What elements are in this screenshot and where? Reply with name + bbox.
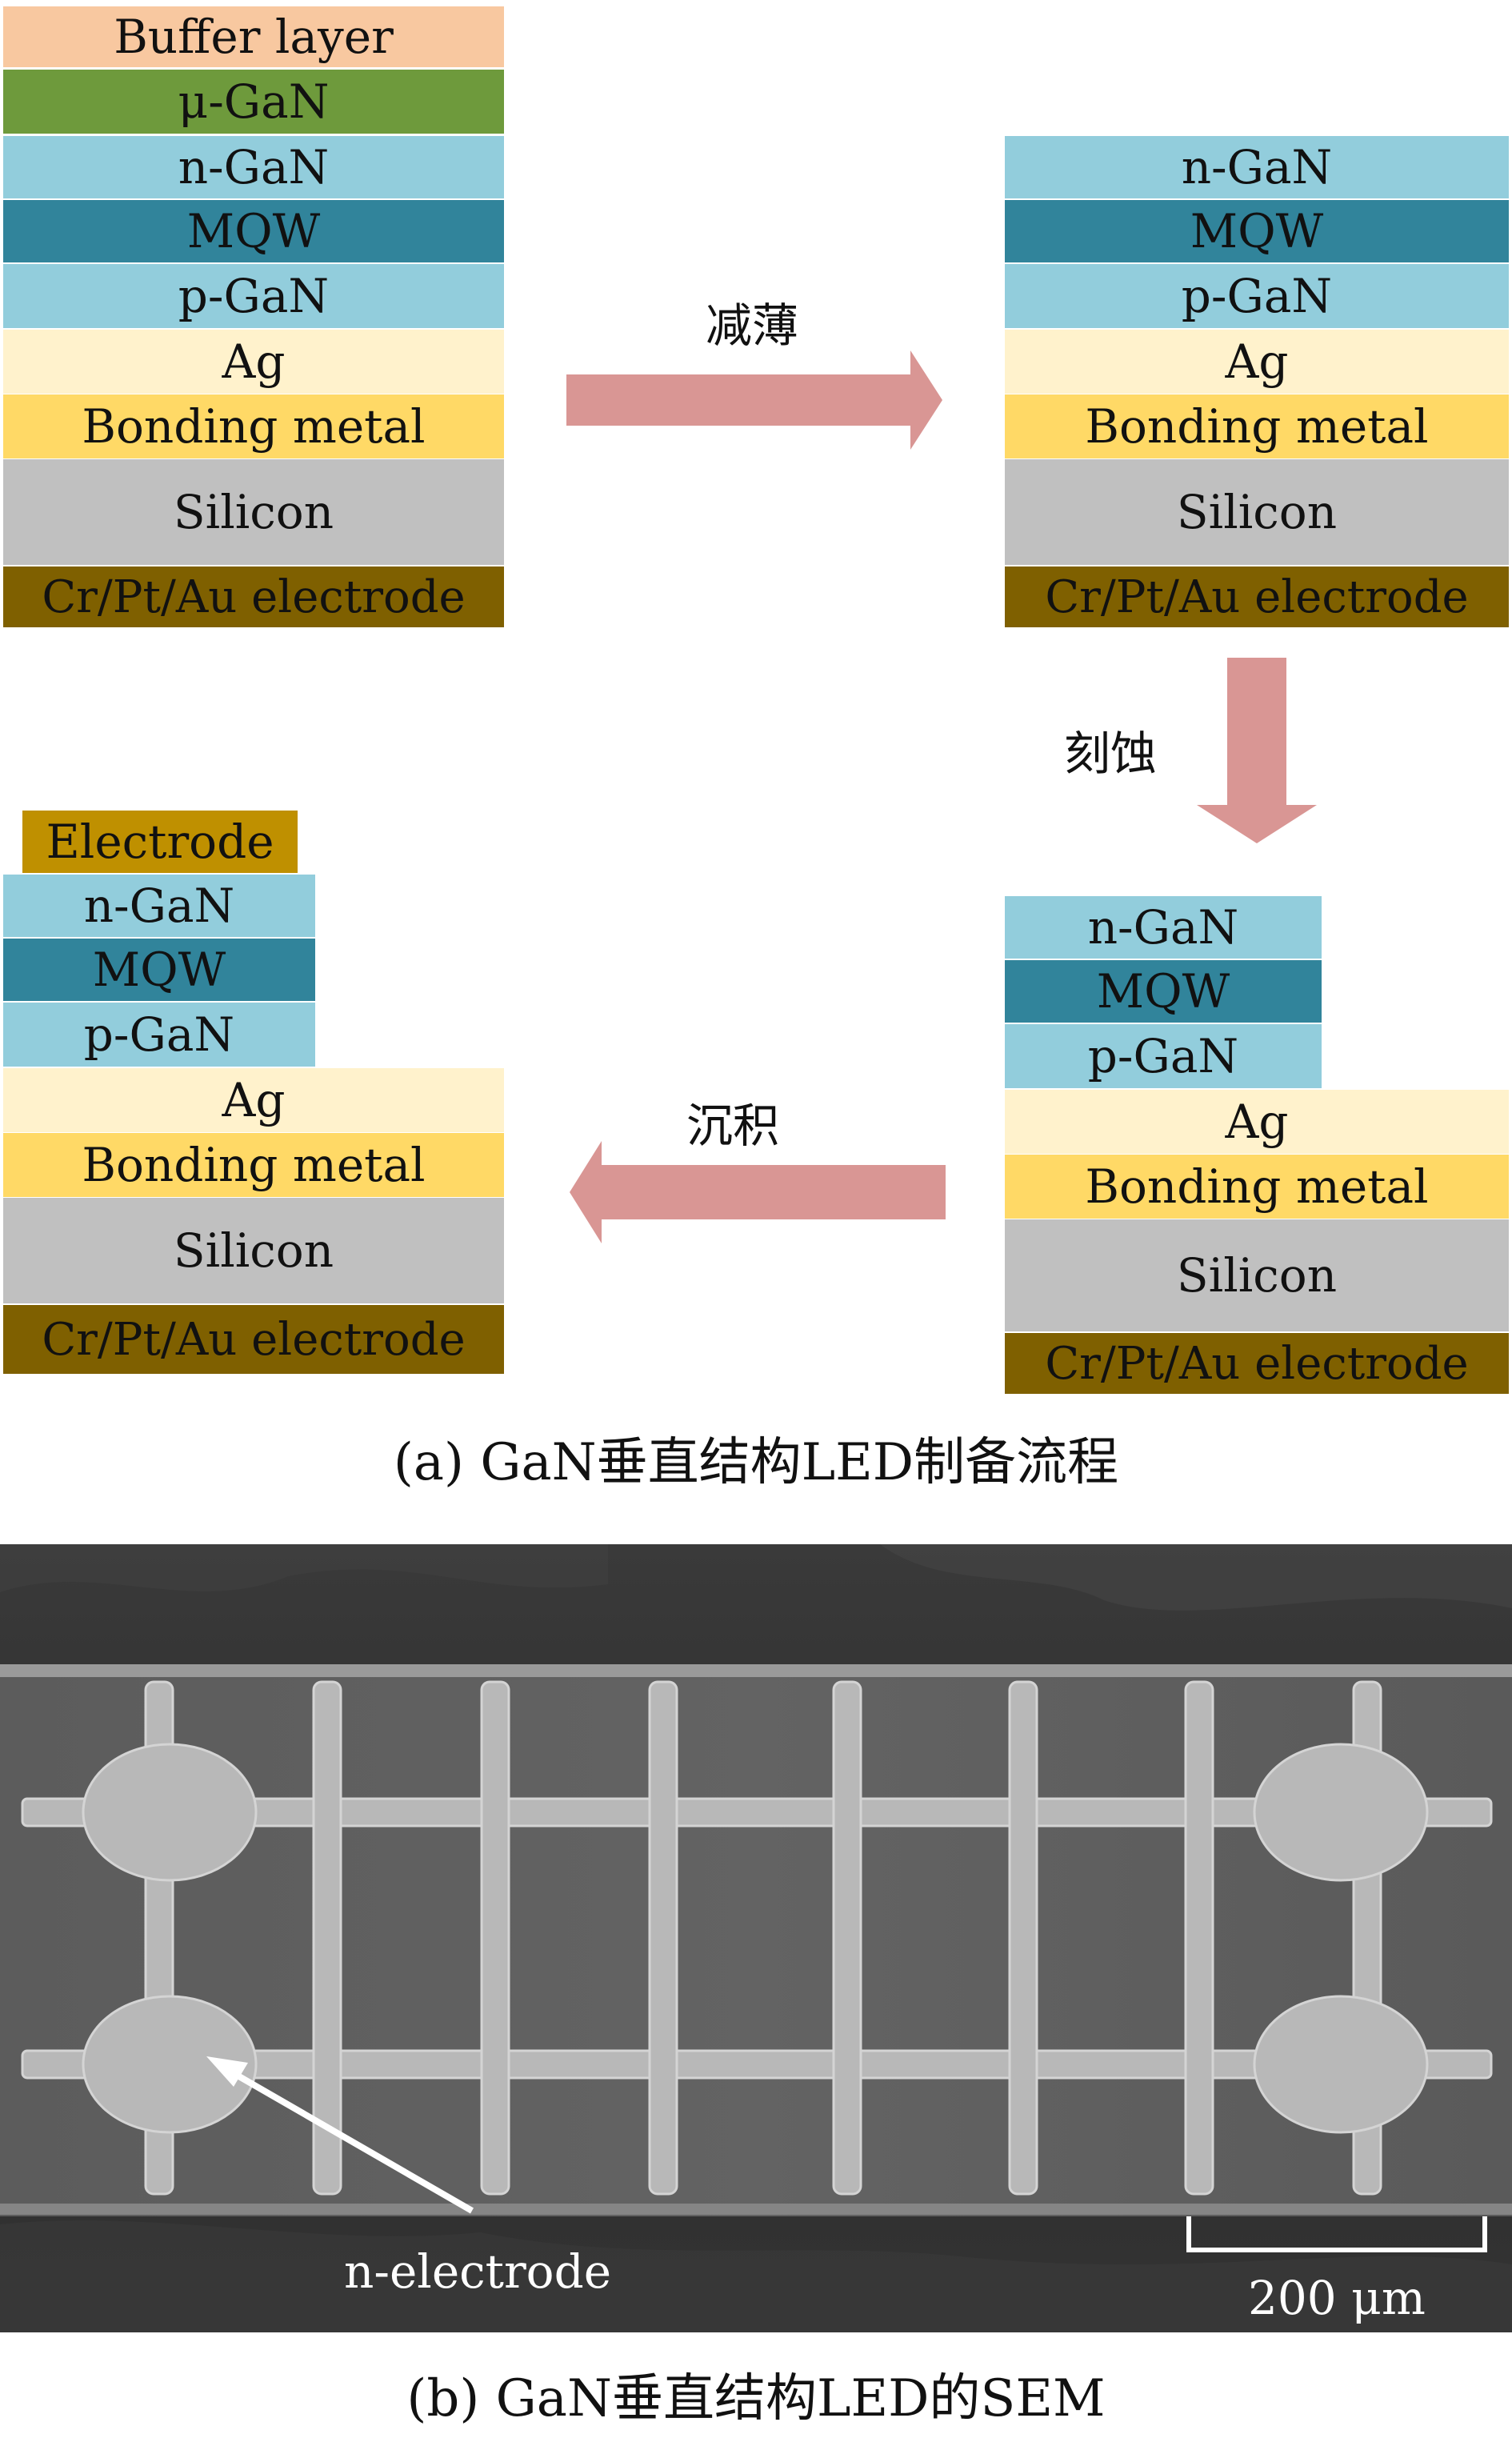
caption-panel-b: (b) GaN垂直结构LED的SEM bbox=[406, 2369, 1106, 2428]
layer-bonding-metal: Bonding metal bbox=[1005, 394, 1509, 458]
step-label-thinning: 减薄 bbox=[706, 298, 799, 353]
layer-ag: Ag bbox=[1005, 330, 1509, 394]
arrow-thinning-icon bbox=[566, 350, 942, 450]
scale-bar-icon bbox=[1186, 2216, 1487, 2252]
layer-n-gan: n-GaN bbox=[1005, 136, 1509, 198]
layer-ag: Ag bbox=[3, 330, 504, 394]
layer-crptau-electrode: Cr/Pt/Au electrode bbox=[3, 566, 504, 627]
stack-etched: n-GaN MQW p-GaN Ag Bonding metal Silicon… bbox=[1005, 888, 1512, 1400]
stack-thinned: n-GaN MQW p-GaN Ag Bonding metal Silicon… bbox=[1005, 128, 1512, 632]
sem-scale-bar-label: 200 μm bbox=[1248, 2271, 1426, 2325]
layer-ag: Ag bbox=[1005, 1090, 1509, 1154]
layer-p-gan: p-GaN bbox=[3, 1003, 315, 1067]
layer-p-gan: p-GaN bbox=[1005, 264, 1509, 328]
layer-bonding-metal: Bonding metal bbox=[3, 394, 504, 458]
layer-electrode: Electrode bbox=[22, 811, 298, 873]
step-label-deposition: 沉积 bbox=[686, 1099, 780, 1153]
n-electrode-arrow-icon bbox=[206, 2056, 474, 2214]
layer-crptau-electrode: Cr/Pt/Au electrode bbox=[3, 1305, 504, 1374]
arrow-etching-icon bbox=[1197, 658, 1317, 843]
layer-crptau-electrode: Cr/Pt/Au electrode bbox=[1005, 1333, 1509, 1394]
sem-image bbox=[0, 1544, 1512, 2332]
layer-bonding-metal: Bonding metal bbox=[3, 1133, 504, 1197]
layer-mqw: MQW bbox=[1005, 960, 1322, 1023]
layer-buffer: Buffer layer bbox=[3, 6, 504, 67]
layer-n-gan: n-GaN bbox=[3, 136, 504, 198]
layer-mqw: MQW bbox=[1005, 200, 1509, 262]
layer-bonding-metal: Bonding metal bbox=[1005, 1155, 1509, 1219]
layer-ag: Ag bbox=[3, 1068, 504, 1132]
layer-silicon: Silicon bbox=[1005, 1219, 1509, 1331]
layer-p-gan: p-GaN bbox=[1005, 1024, 1322, 1088]
layer-silicon: Silicon bbox=[3, 459, 504, 565]
layer-n-gan: n-GaN bbox=[3, 875, 315, 937]
stack-initial: Buffer layer μ-GaN n-GaN MQW p-GaN Ag Bo… bbox=[0, 0, 504, 632]
layer-p-gan: p-GaN bbox=[3, 264, 504, 328]
stack-final: Electrode n-GaN MQW p-GaN Ag Bonding met… bbox=[0, 804, 512, 1380]
sem-annotation-n-electrode: n-electrode bbox=[344, 2244, 612, 2299]
arrow-deposition-icon bbox=[570, 1141, 946, 1243]
layer-silicon: Silicon bbox=[3, 1198, 504, 1303]
layer-n-gan: n-GaN bbox=[1005, 896, 1322, 959]
layer-silicon: Silicon bbox=[1005, 459, 1509, 565]
step-label-etching: 刻蚀 bbox=[1064, 727, 1158, 781]
layer-crptau-electrode: Cr/Pt/Au electrode bbox=[1005, 566, 1509, 627]
caption-panel-a: (a) GaN垂直结构LED制备流程 bbox=[393, 1433, 1119, 1492]
layer-mqw: MQW bbox=[3, 939, 315, 1001]
layer-mqw: MQW bbox=[3, 200, 504, 262]
layer-u-gan: μ-GaN bbox=[3, 70, 504, 134]
